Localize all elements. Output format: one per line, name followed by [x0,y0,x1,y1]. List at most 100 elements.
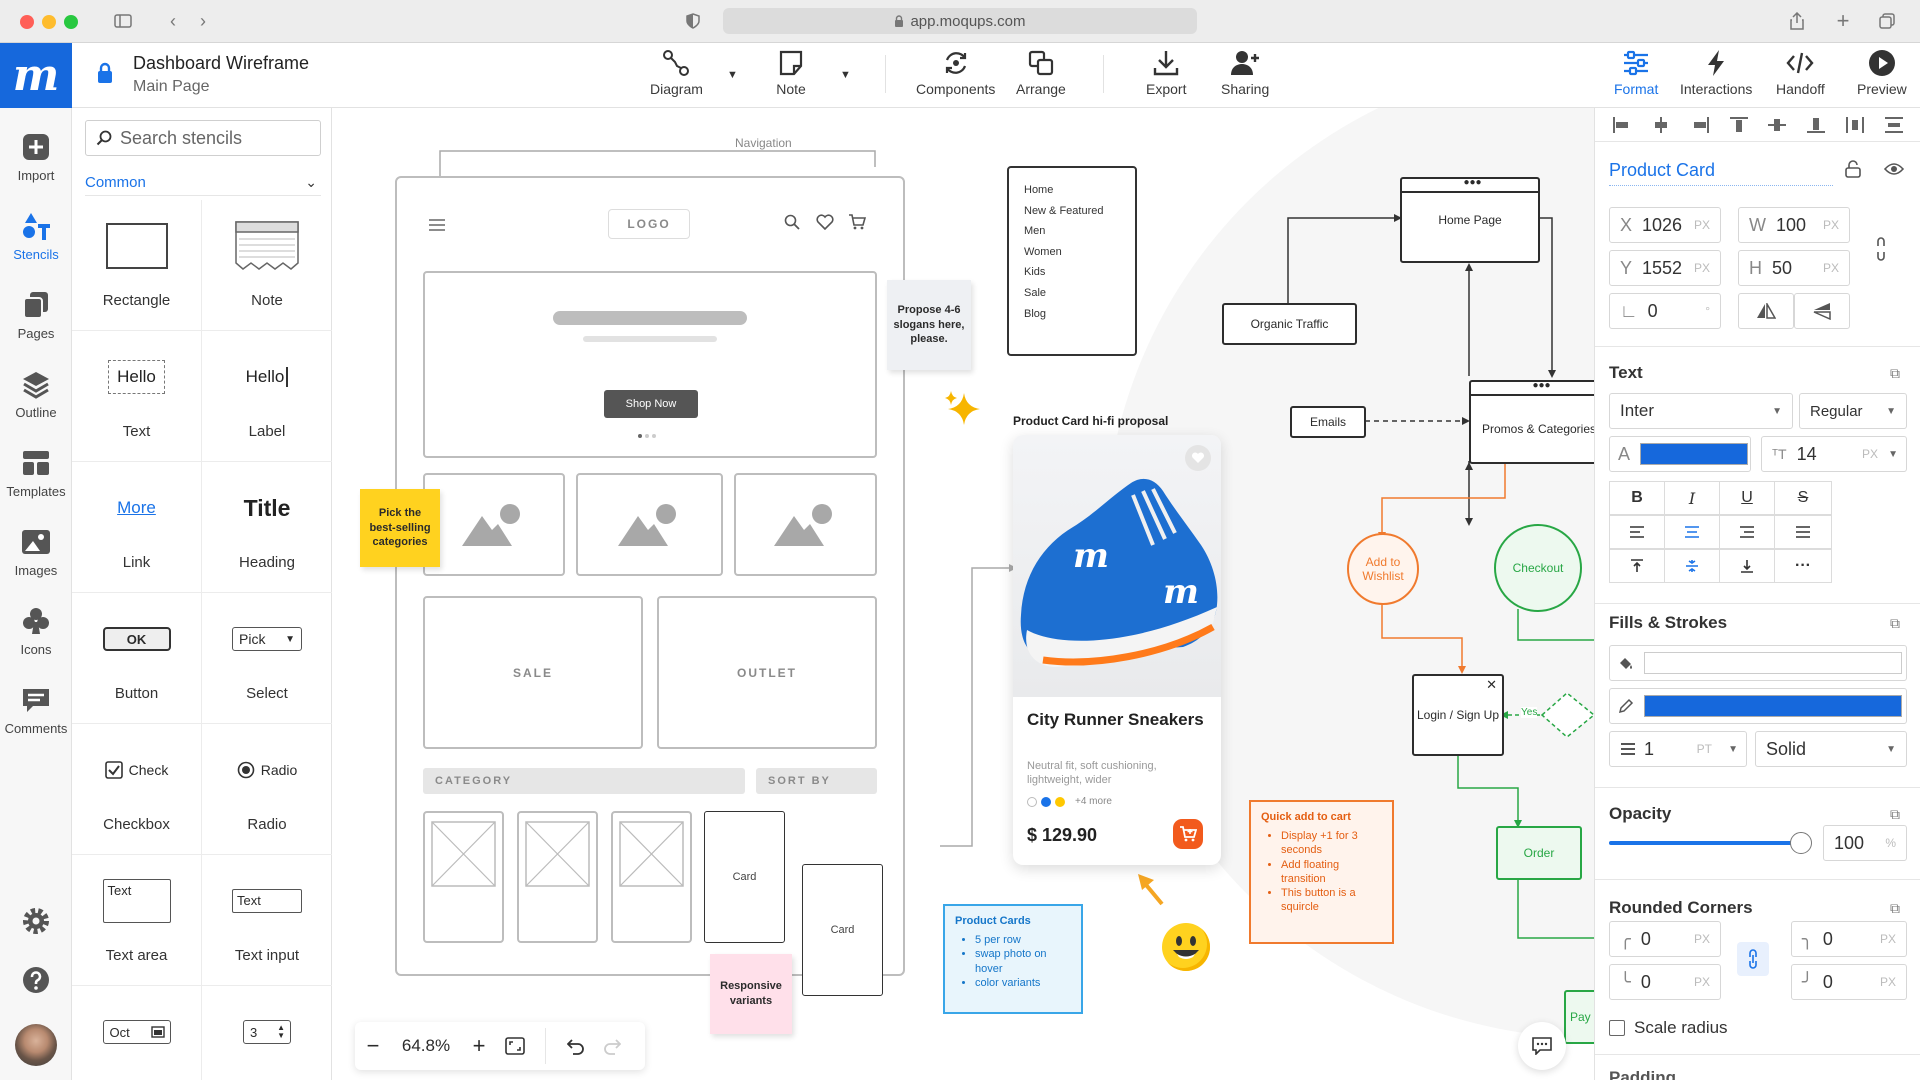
stencil-label[interactable]: Hello Label [202,331,332,462]
rotation-field[interactable]: ∟0° [1609,293,1721,329]
flow-organic-traffic[interactable]: Organic Traffic [1222,303,1357,345]
valign-middle-button[interactable] [1664,549,1720,583]
stencil-select[interactable]: Pick▼ Select [202,593,332,724]
scale-radius-checkbox[interactable]: Scale radius [1609,1018,1728,1038]
flow-add-to-wishlist[interactable]: Add to Wishlist [1347,533,1419,605]
wf-card[interactable]: Card [704,811,785,943]
shield-icon[interactable] [682,10,704,32]
text-align-center-button[interactable] [1664,515,1720,549]
wf-image-placeholder[interactable] [423,473,565,576]
note-quick-add[interactable]: Quick add to cart Display +1 for 3 secon… [1249,800,1394,944]
wf-search-icon[interactable] [784,214,800,235]
flip-vertical-button[interactable] [1794,293,1850,329]
menu-item[interactable]: New & Featured [1024,204,1104,217]
maximize-window-button[interactable] [64,15,78,29]
lock-icon[interactable] [96,62,114,89]
wf-sale-block[interactable]: SALE [423,596,643,749]
forward-icon[interactable]: › [200,10,206,31]
zoom-level[interactable]: 64.8% [401,1036,451,1055]
align-center-h-icon[interactable] [1652,116,1670,133]
copy-style-icon[interactable]: ⧉ [1890,365,1900,381]
interactions-tab[interactable]: Interactions [1680,48,1752,104]
font-weight-select[interactable]: Regular▼ [1799,393,1907,429]
wf-product-placeholder[interactable] [517,811,598,943]
align-top-icon[interactable] [1729,116,1748,133]
fit-screen-icon[interactable] [497,1037,533,1055]
flow-home-page[interactable]: ●●● Home Page [1400,177,1540,263]
stencil-radio[interactable]: Radio Radio [202,724,332,855]
component-name[interactable]: Product Card [1609,160,1833,186]
stencil-rectangle[interactable]: Rectangle [72,200,202,331]
nav-import[interactable]: Import [0,126,72,196]
stencil-checkbox[interactable]: Check Checkbox [72,724,202,855]
text-color-field[interactable]: A [1609,436,1751,472]
zoom-out-button[interactable]: − [366,1033,380,1058]
stencil-button[interactable]: OK Button [72,593,202,724]
redo-icon[interactable] [594,1037,630,1055]
address-bar[interactable]: app.moqups.com [723,8,1197,34]
help-icon[interactable] [21,965,51,1000]
minimize-window-button[interactable] [42,15,56,29]
preview-tab[interactable]: Preview [1857,48,1907,104]
nav-outline[interactable]: Outline [0,363,72,433]
valign-bottom-button[interactable] [1719,549,1775,583]
wf-heart-icon[interactable] [816,214,834,235]
stencil-textinput[interactable]: Text Text input [202,855,332,986]
flow-order[interactable]: Order [1496,826,1582,880]
wf-cart-icon[interactable] [848,214,867,235]
fill-color-field[interactable] [1609,645,1907,681]
components-button[interactable]: Components [916,48,995,104]
note-product-cards[interactable]: Product Cards 5 per rowswap photo on hov… [943,904,1083,1014]
eye-icon[interactable] [1883,162,1905,181]
menu-item[interactable]: Sale [1024,286,1047,299]
swatch-blue[interactable] [1041,796,1051,807]
flow-login[interactable]: ✕ Login / Sign Up [1412,674,1504,756]
settings-icon[interactable] [21,906,51,941]
wf-product-placeholder[interactable] [611,811,692,943]
swatch-yellow[interactable] [1055,796,1065,807]
wf-outlet-block[interactable]: OUTLET [657,596,877,749]
opacity-field[interactable]: 100% [1823,825,1907,861]
text-justify-button[interactable] [1774,515,1832,549]
flow-pay[interactable]: Pay [1564,990,1594,1044]
stroke-style-select[interactable]: Solid▼ [1755,731,1907,767]
nav-images[interactable]: Images [0,521,72,591]
add-to-cart-button[interactable] [1173,819,1203,849]
more-colors[interactable]: +4 more [1075,796,1112,807]
tabs-overview-icon[interactable] [1876,10,1898,32]
nav-templates[interactable]: Templates [0,442,72,512]
nav-icons[interactable]: Icons [0,600,72,670]
stencil-datepicker[interactable]: Oct [72,986,202,1080]
wf-shop-now-button[interactable]: Shop Now [604,390,698,418]
search-stencils-input[interactable]: Search stencils [85,120,321,156]
more-text-options-button[interactable]: ··· [1774,549,1832,583]
stencil-textarea[interactable]: Text Text area [72,855,202,986]
wf-category-filter[interactable]: CATEGORY [423,768,745,794]
italic-button[interactable]: I [1664,481,1720,515]
sharing-button[interactable]: Sharing [1221,48,1269,104]
wf-card[interactable]: Card [802,864,883,996]
opacity-slider[interactable] [1609,832,1812,854]
page-name[interactable]: Main Page [133,78,210,95]
underline-button[interactable]: U [1719,481,1775,515]
menu-item[interactable]: Men [1024,225,1046,238]
strikethrough-button[interactable]: S [1774,481,1832,515]
color-swatches[interactable]: +4 more [1027,796,1112,807]
swatch-white[interactable] [1027,796,1037,807]
diagram-caret-icon[interactable]: ▼ [727,69,738,81]
nav-pages[interactable]: Pages [0,284,72,354]
doc-title[interactable]: Dashboard Wireframe [133,53,310,73]
arrange-button[interactable]: Arrange [1016,48,1066,104]
favorite-heart-icon[interactable] [1185,445,1211,471]
note-button[interactable]: Note [776,48,806,104]
distribute-v-icon[interactable] [1884,116,1903,133]
close-icon[interactable]: ✕ [1486,677,1497,692]
unlock-icon[interactable] [1845,160,1861,183]
